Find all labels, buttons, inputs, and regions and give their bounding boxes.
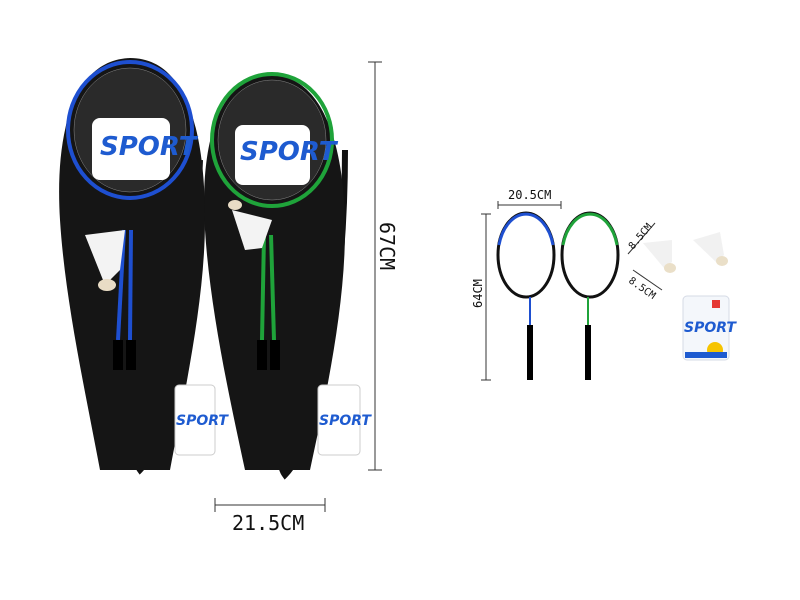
shuttlecock [693, 232, 728, 266]
svg-text:SPORT: SPORT [240, 137, 339, 167]
svg-text:SPORT: SPORT [319, 413, 372, 429]
dimension-bag-width [214, 498, 326, 512]
dimension-racket-length [481, 213, 491, 381]
dimension-shuttle-height [627, 222, 656, 255]
bag-height-label: 67CM [375, 222, 399, 270]
brand-logo: SPORT [100, 132, 199, 162]
dimension-racket-width [497, 201, 562, 209]
product-card: SPORT [682, 295, 737, 361]
dimension-shuttle-width [632, 269, 663, 291]
bag-width-label: 21.5CM [232, 511, 304, 535]
shuttlecock [85, 230, 125, 285]
shuttlecock [643, 240, 676, 273]
racket-blue [496, 211, 556, 380]
racket-bag-blue: SPORT SPORT [59, 58, 229, 470]
racket-bag-green: SPORT SPORT [204, 72, 372, 470]
dimension-bag-height [368, 61, 382, 471]
shuttlecock [232, 210, 272, 250]
racket-green [560, 211, 620, 380]
svg-text:SPORT: SPORT [684, 320, 737, 336]
svg-text:SPORT: SPORT [176, 413, 229, 429]
racket-length-label: 64CM [471, 279, 485, 308]
shuttle-width-label: 8.5CM [626, 275, 657, 301]
racket-width-label: 20.5CM [508, 188, 551, 202]
